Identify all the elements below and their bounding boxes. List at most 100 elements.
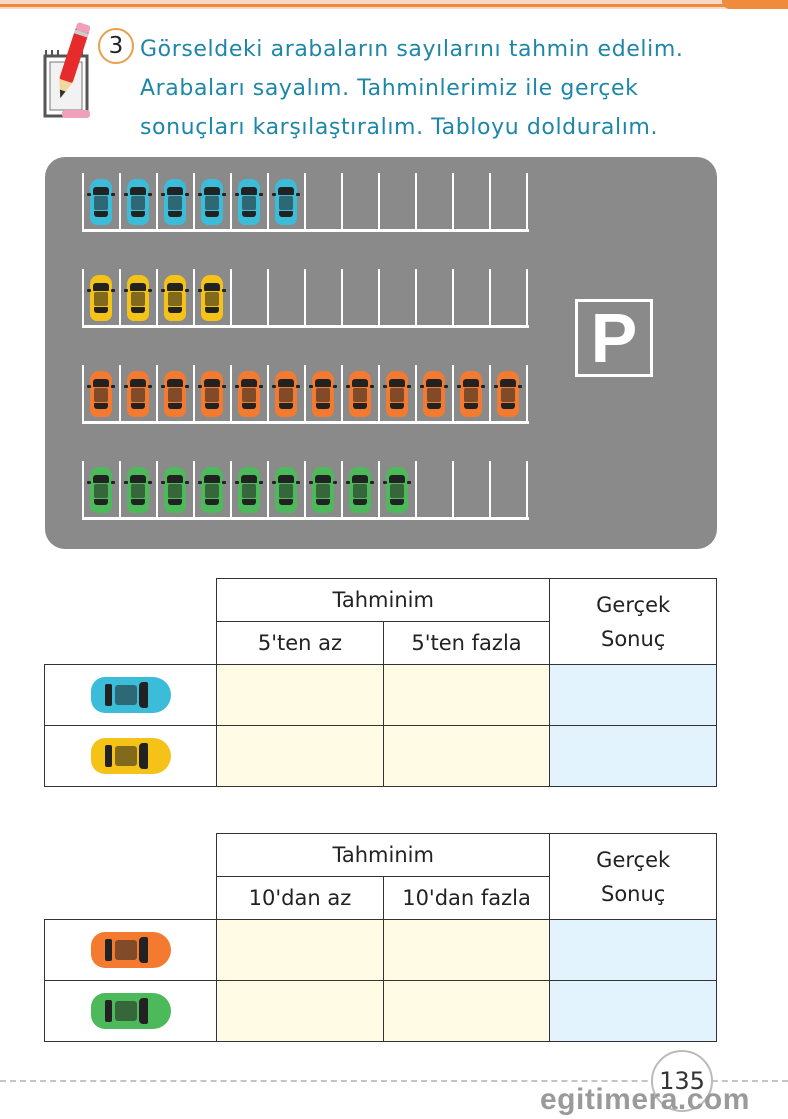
parking-slot-line: [304, 269, 306, 327]
parked-car-icon: [124, 275, 152, 321]
parking-slot-line: [230, 365, 232, 423]
parking-slot-line: [304, 365, 306, 423]
green-car-icon: [90, 993, 171, 1029]
pencil-notepad-icon: [43, 22, 91, 118]
parked-car-icon: [87, 275, 115, 321]
table2-col-less: 10'dan az: [216, 876, 384, 920]
parking-slot-line: [378, 173, 380, 231]
parking-sign-letter: P: [590, 299, 638, 377]
table2-row-green-car: [43, 980, 218, 1042]
estimate-table-1: Tahminim Gerçek Sonuç 5'ten az 5'ten faz…: [43, 578, 717, 787]
parking-slot-line: [119, 269, 121, 327]
parked-car-icon: [272, 179, 300, 225]
table1-yellow-result-cell[interactable]: [549, 725, 717, 787]
parking-slot-line: [230, 173, 232, 231]
parking-slot-line: [119, 365, 121, 423]
parking-slot-line: [267, 269, 269, 327]
instruction-line-3: sonuçları karşılaştıralım. Tabloyu doldu…: [140, 115, 659, 140]
parked-car-icon: [457, 371, 485, 417]
parking-slot-line: [489, 365, 491, 423]
parking-slot-line: [119, 461, 121, 519]
parking-slot-line: [193, 365, 195, 423]
table1-result-header-line1: Gerçek: [596, 592, 671, 617]
parked-car-icon: [309, 371, 337, 417]
parking-slot-line: [526, 269, 528, 327]
parking-lot-illustration: P: [45, 157, 717, 549]
table2-orange-more-cell[interactable]: [382, 919, 551, 981]
parked-car-icon: [87, 371, 115, 417]
parking-slot-line: [230, 269, 232, 327]
parked-car-icon: [383, 371, 411, 417]
parking-slot-line: [452, 461, 454, 519]
parked-car-icon: [198, 179, 226, 225]
parking-slot-line: [415, 461, 417, 519]
table1-blue-result-cell[interactable]: [549, 664, 717, 726]
table2-green-result-cell[interactable]: [549, 980, 717, 1042]
bottom-dashed-line: [0, 1080, 788, 1082]
parking-slot-line: [341, 461, 343, 519]
parking-slot-line: [526, 365, 528, 423]
table2-green-less-cell[interactable]: [216, 980, 384, 1042]
parking-slot-line: [378, 269, 380, 327]
table2-group-header: Tahminim: [216, 833, 551, 877]
table2-corner: [44, 833, 218, 920]
parked-car-icon: [235, 467, 263, 513]
parking-slot-line: [156, 365, 158, 423]
top-line: [0, 4, 735, 7]
page-number: 135: [651, 1050, 713, 1112]
parking-slot-line: [415, 269, 417, 327]
table1-col-more: 5'ten fazla: [382, 621, 551, 665]
table1-col-less: 5'ten az: [216, 621, 384, 665]
parked-car-icon: [494, 371, 522, 417]
table1-blue-less-cell[interactable]: [216, 664, 384, 726]
parking-slot-line: [267, 461, 269, 519]
parking-slot-line: [526, 461, 528, 519]
table2-row-orange-car: [43, 919, 218, 981]
parked-car-icon: [346, 371, 374, 417]
table1-result-header-line2: Sonuç: [600, 626, 666, 651]
blue-car-icon: [90, 677, 171, 713]
parked-car-icon: [272, 371, 300, 417]
parking-slot-line: [119, 173, 121, 231]
table1-yellow-more-cell[interactable]: [382, 725, 551, 787]
parking-slot-line: [489, 173, 491, 231]
table1-group-header: Tahminim: [216, 578, 551, 622]
parking-row-baseline: [82, 325, 529, 328]
table2-col-more: 10'dan fazla: [382, 876, 551, 920]
estimate-table-2: Tahminim Gerçek Sonuç 10'dan az 10'dan f…: [43, 833, 717, 1042]
table2-result-header-line2: Sonuç: [601, 881, 666, 906]
parking-slot-line: [82, 365, 84, 423]
parking-slot-line: [156, 461, 158, 519]
parking-slot-line: [267, 173, 269, 231]
parking-row-green: [82, 445, 529, 520]
yellow-car-icon: [90, 738, 171, 774]
parking-slot-line: [230, 461, 232, 519]
table1-corner: [44, 578, 218, 665]
table2-green-more-cell[interactable]: [382, 980, 551, 1042]
orange-car-icon: [90, 932, 171, 968]
table2-orange-result-cell[interactable]: [549, 919, 717, 981]
parking-row-baseline: [82, 421, 529, 424]
parked-car-icon: [87, 179, 115, 225]
table1-blue-more-cell[interactable]: [382, 664, 551, 726]
question-number: 3: [98, 28, 134, 64]
table1-yellow-less-cell[interactable]: [216, 725, 384, 787]
table2-result-header-line1: Gerçek: [596, 847, 671, 872]
parking-row-baseline: [82, 517, 529, 520]
parking-slot-line: [82, 269, 84, 327]
parking-slot-line: [193, 461, 195, 519]
parking-slot-line: [452, 365, 454, 423]
parking-row-orange: [82, 349, 529, 424]
parked-car-icon: [161, 275, 189, 321]
parking-slot-line: [452, 173, 454, 231]
parking-slot-line: [526, 173, 528, 231]
parked-car-icon: [161, 179, 189, 225]
top-cap: [722, 0, 788, 9]
table2-orange-less-cell[interactable]: [216, 919, 384, 981]
parked-car-icon: [346, 467, 374, 513]
parked-car-icon: [124, 179, 152, 225]
parking-slot-line: [304, 173, 306, 231]
parking-slot-line: [82, 173, 84, 231]
parking-slot-line: [415, 365, 417, 423]
parking-slot-line: [156, 173, 158, 231]
